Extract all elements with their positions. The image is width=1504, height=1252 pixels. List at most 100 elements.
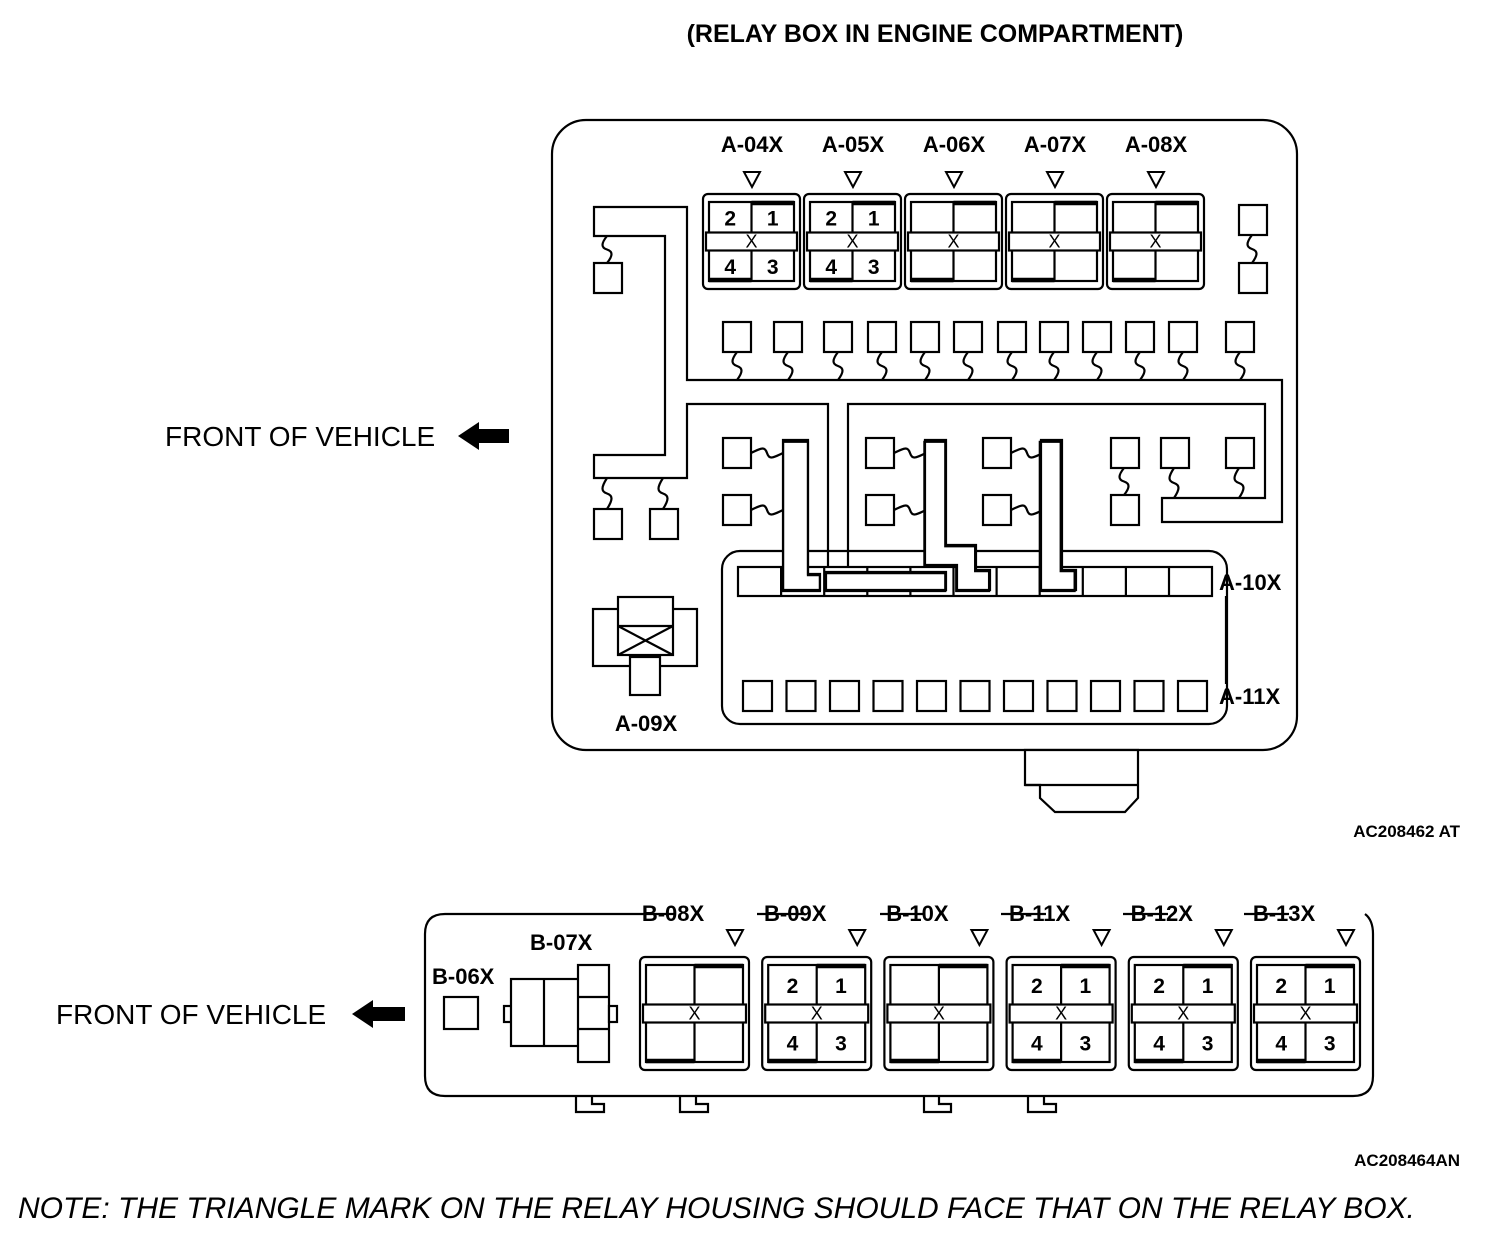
- label-b07x: B-07X: [530, 930, 593, 955]
- wire-connector: [601, 477, 613, 510]
- relay-b07x: [502, 963, 619, 1064]
- relay-label: B-09X: [764, 901, 827, 926]
- relay-pin-label: 2: [1031, 975, 1043, 998]
- wire-connector: [731, 351, 743, 381]
- relay-bar: [704, 231, 799, 252]
- fuse: [1081, 320, 1113, 354]
- wire-connector: [782, 351, 794, 381]
- relay-label: A-07X: [1024, 132, 1087, 157]
- wire-connector: [893, 447, 927, 459]
- bus-strip-inner: [1038, 440, 1076, 593]
- wire-connector: [832, 351, 844, 381]
- wire-connector: [750, 504, 784, 516]
- triangle-mark-icon: [1214, 929, 1234, 948]
- wire-connector: [1118, 467, 1130, 496]
- relay-pin-label: 4: [787, 1032, 799, 1055]
- fuse: [648, 507, 680, 541]
- relay-pin-label: 1: [1080, 975, 1092, 998]
- fuse: [959, 679, 991, 713]
- relay-label: A-06X: [923, 132, 986, 157]
- triangle-mark-icon: [944, 171, 964, 190]
- wire-connector: [1010, 504, 1044, 516]
- wire-connector: [1234, 351, 1246, 381]
- relay-bar: [1008, 1003, 1114, 1024]
- fuse: [981, 436, 1013, 470]
- relay-x-mark: X: [811, 1004, 823, 1024]
- relay-box-b-housing: [423, 912, 1375, 1098]
- relay-bar: [1108, 231, 1203, 252]
- wire-connector: [962, 351, 974, 381]
- wire-connector: [1168, 467, 1180, 499]
- relay-pin-label: 1: [767, 207, 779, 230]
- diagram-title: (RELAY BOX IN ENGINE COMPARTMENT): [687, 20, 1184, 48]
- fuse: [1224, 436, 1256, 470]
- relay-bar: [1130, 1003, 1236, 1024]
- relay-pin-label: 2: [1275, 975, 1287, 998]
- fuse: [592, 261, 624, 295]
- fuse: [592, 507, 624, 541]
- relay-bar: [1252, 1003, 1359, 1024]
- fuse: [721, 493, 753, 527]
- triangle-mark-icon: [1091, 929, 1112, 948]
- relay-pin-label: 3: [1202, 1032, 1214, 1055]
- wire-connector: [1246, 234, 1258, 264]
- wire-connector: [657, 477, 669, 510]
- fuse: [1176, 679, 1209, 713]
- relay-a-06x: X: [903, 192, 1004, 291]
- relay-pin-label: 1: [868, 207, 880, 230]
- relay-bar: [906, 231, 1001, 252]
- relay-label: B-13X: [1253, 901, 1316, 926]
- relay-pin-label: 2: [787, 975, 799, 998]
- label-a10x: A-10X: [1219, 570, 1282, 595]
- wire-connector: [876, 351, 888, 381]
- relay-label: B-10X: [886, 901, 949, 926]
- wire-connector: [1048, 351, 1060, 381]
- relay-label: A-04X: [721, 132, 784, 157]
- fuse: [1089, 679, 1122, 713]
- label-b06x: B-06X: [432, 964, 495, 989]
- triangle-mark-icon: [742, 171, 762, 190]
- relay-pin-label: 3: [767, 256, 779, 279]
- relay-a-07x: X: [1004, 192, 1105, 291]
- wire-connector: [601, 235, 613, 264]
- label-a09x: A-09X: [615, 711, 678, 736]
- fuse: [1133, 679, 1165, 713]
- relay-pin-label: 4: [1275, 1032, 1287, 1055]
- fuse: [785, 679, 817, 713]
- fuse-row-a11: [741, 679, 1209, 713]
- note-text: NOTE: THE TRIANGLE MARK ON THE RELAY HOU…: [18, 1192, 1415, 1225]
- fuse: [721, 436, 753, 470]
- triangle-mark-icon: [843, 171, 863, 190]
- fuse: [828, 679, 861, 713]
- fuse-b06x: [442, 995, 480, 1031]
- triangle-mark-icon: [1146, 171, 1166, 190]
- relay-pin-label: 4: [724, 256, 736, 279]
- bus-strips-a10: [781, 438, 1078, 593]
- relay-a09x: [591, 595, 699, 697]
- relay-pin-label: 3: [868, 256, 880, 279]
- front-of-vehicle-label-top: FRONT OF VEHICLE: [165, 421, 435, 452]
- fuse: [822, 320, 854, 354]
- fuse: [1224, 320, 1256, 354]
- relay-label: B-08X: [642, 901, 705, 926]
- relay-box-b-clips: [574, 1096, 1058, 1114]
- front-of-vehicle-label-bottom: FRONT OF VEHICLE: [56, 999, 326, 1030]
- relay-pin-label: 2: [825, 207, 837, 230]
- relay-x-mark: X: [1055, 1004, 1067, 1024]
- wire-connector: [1134, 351, 1146, 381]
- relay-pin-label: 3: [835, 1032, 847, 1055]
- fuse: [1237, 203, 1269, 237]
- bus-strip-inner: [781, 440, 821, 593]
- relay-x-mark: X: [1048, 232, 1060, 252]
- relay-bar: [1007, 231, 1102, 252]
- relay-bar: [805, 231, 900, 252]
- wire-connector: [1233, 467, 1245, 499]
- relay-x-mark: X: [1299, 1004, 1311, 1024]
